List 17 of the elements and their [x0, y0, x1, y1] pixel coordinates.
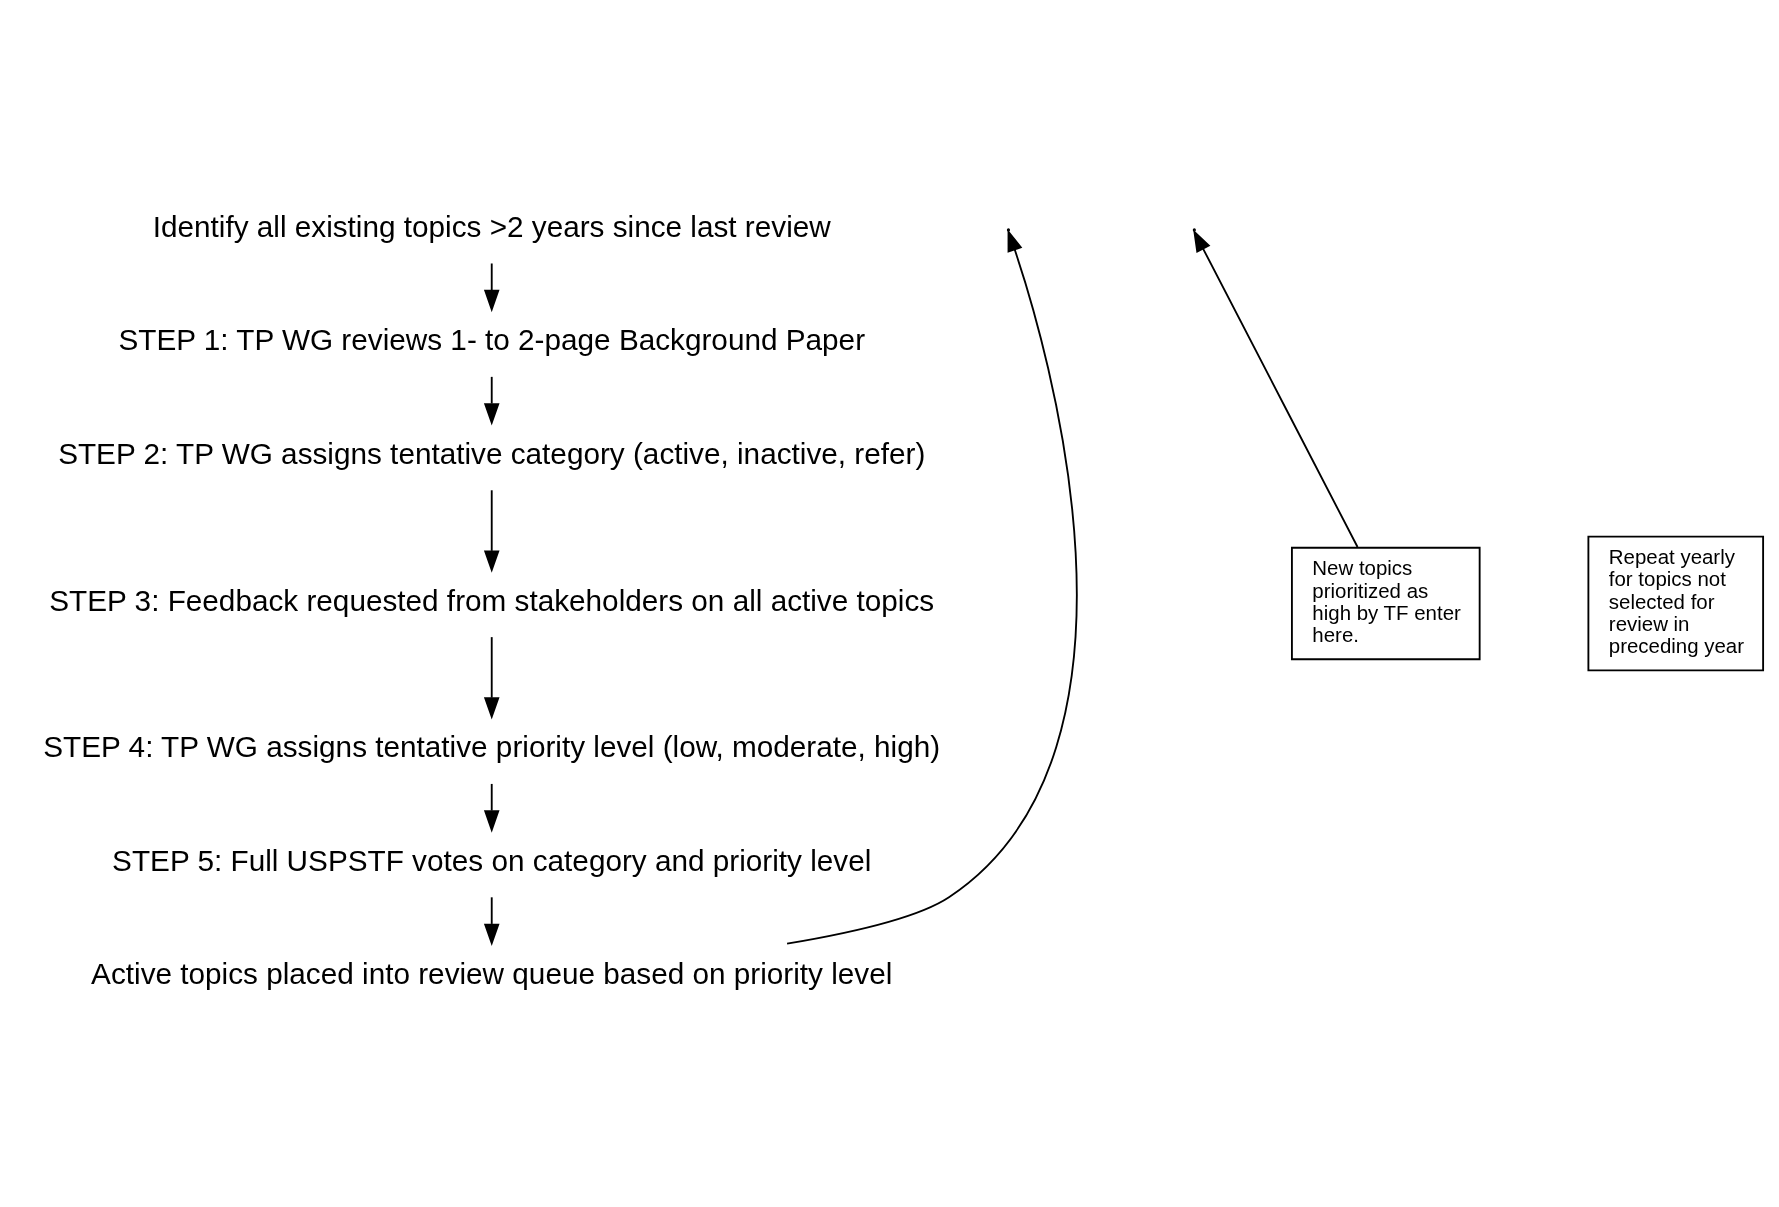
node-text: STEP 1: TP WG reviews 1- to 2-page Background Paper	[118, 323, 866, 357]
arrow	[1193, 229, 1359, 548]
node-text: STEP 4: TP WG assigns tentative priority level (low, moderate, high)	[43, 730, 941, 764]
node-text: Identify all existing topics >2 years since last review	[152, 209, 831, 243]
arrow	[483, 262, 500, 313]
arrow	[483, 783, 500, 833]
node-box: New topics prioritized as high by TF enter here.	[1291, 546, 1481, 661]
node-text: STEP 5: Full USPSTF votes on category and priority level	[112, 843, 872, 877]
node-text: Active topics placed into review queue based on priority level	[91, 957, 893, 991]
arrow	[483, 489, 500, 573]
arrow	[483, 636, 500, 720]
node-text: STEP 3: Feedback requested from stakeholders on all active topics	[49, 583, 935, 617]
arrow	[483, 896, 500, 947]
arrow	[483, 375, 500, 426]
node-box: Repeat yearly for topics not selected for review in preceding year	[1587, 535, 1765, 672]
arrow	[786, 229, 1078, 945]
node-text: STEP 2: TP WG assigns tentative category (active, inactive, refer)	[58, 436, 926, 470]
